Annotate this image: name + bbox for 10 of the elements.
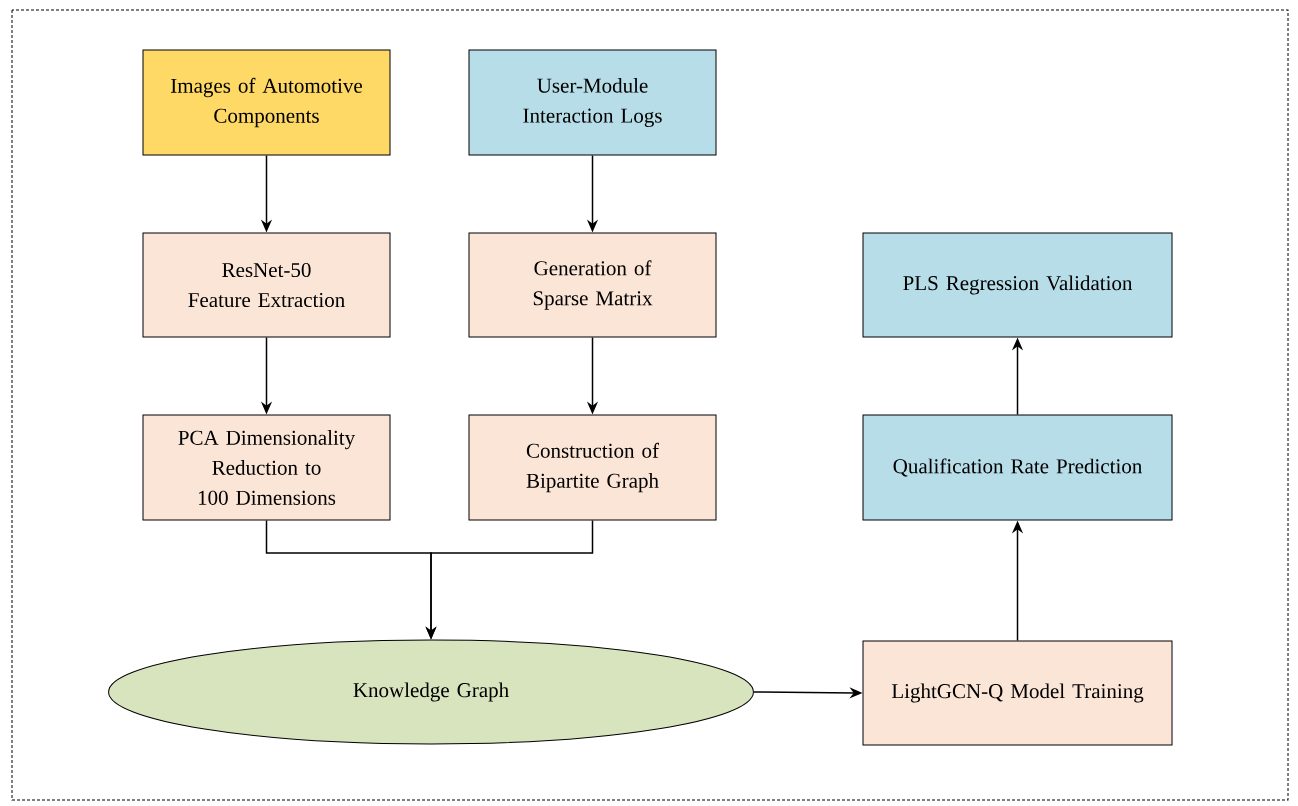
process-box: Qualification Rate Prediction [862,414,1173,521]
process-box: LightGCN-Q Model Training [862,640,1173,746]
process-box: User-Module Interaction Logs [468,49,717,156]
process-box: Images of Automotive Components [142,49,391,156]
process-box: Generation of Sparse Matrix [468,232,717,338]
process-box: PLS Regression Validation [862,232,1173,338]
ellipse-node: Knowledge Graph [108,639,754,745]
process-box: Construction of Bipartite Graph [468,414,717,521]
process-box: ResNet-50 Feature Extraction [142,232,391,338]
process-box: PCA Dimensionality Reduction to 100 Dimensions [142,414,391,521]
